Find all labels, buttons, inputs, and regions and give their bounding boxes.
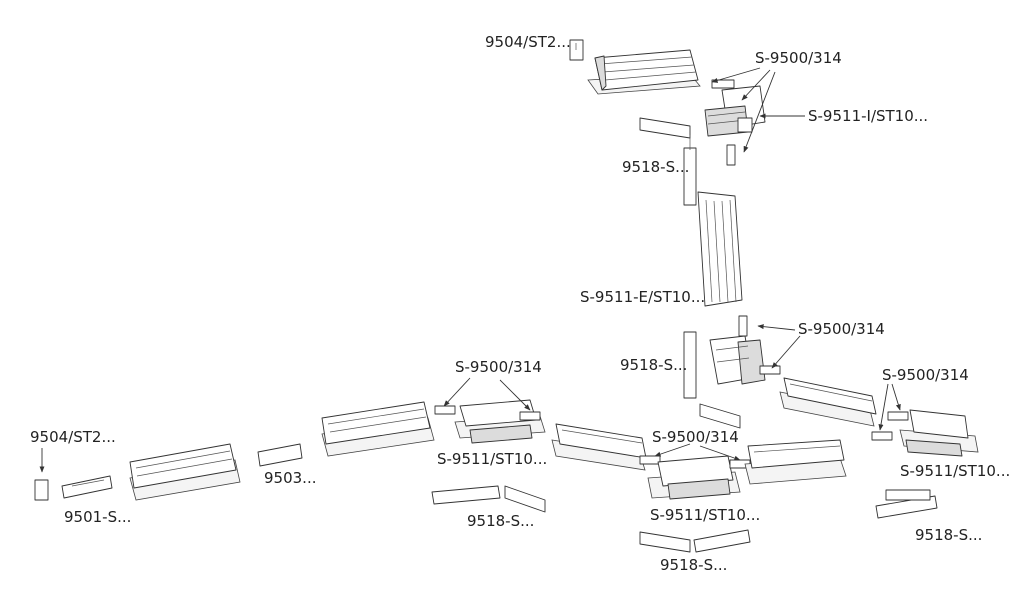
profile-part-long-left <box>129 443 241 501</box>
profile-part-right <box>779 377 877 427</box>
label-endcap-top: 9504/ST2... <box>485 33 571 51</box>
label-flex-left: 9518-S... <box>467 512 534 530</box>
label-connector-mid: S-9500/314 <box>798 320 885 338</box>
leader-arrows <box>39 67 901 473</box>
connector-plate-top <box>726 144 736 166</box>
label-connector-center: S-9500/314 <box>652 428 739 446</box>
label-flex-right: 9518-S... <box>915 526 982 544</box>
profile-part-9503 <box>257 443 303 467</box>
profile-part-center-left <box>551 423 647 471</box>
corner-part-center <box>647 455 741 500</box>
profile-part-vertical <box>697 191 743 307</box>
connector-part-top <box>711 79 735 89</box>
flex-part-bottom <box>639 529 751 553</box>
label-connector-left: S-9500/314 <box>455 358 542 376</box>
label-flex-bottom: 9518-S... <box>660 556 727 574</box>
connector-part-left-a <box>434 405 456 415</box>
endcap-part-top <box>569 39 584 61</box>
profile-part-center-right <box>744 439 847 485</box>
corner-external-part <box>709 335 781 385</box>
label-corner-inner: S-9511-I/ST10... <box>808 107 928 125</box>
profile-part-mid-left <box>321 401 435 457</box>
label-flex-mid: 9518-S... <box>620 356 687 374</box>
label-flex-top: 9518-S... <box>622 158 689 176</box>
label-profile-9501: 9501-S... <box>64 508 131 526</box>
connector-part-right-a <box>871 431 893 441</box>
connector-plate-mid <box>738 315 748 337</box>
label-corner-right: S-9511/ST10... <box>900 462 1010 480</box>
profile-part-9501 <box>61 475 113 499</box>
connector-part-center-a <box>639 455 661 465</box>
label-endcap-left: 9504/ST2... <box>30 428 116 446</box>
profile-part-top <box>587 49 701 95</box>
connector-part-right-b <box>887 411 909 421</box>
label-corner-external: S-9511-E/ST10... <box>580 288 705 306</box>
flex-part-top <box>639 117 697 206</box>
label-profile-9503: 9503... <box>264 469 316 487</box>
flex-part-left <box>431 485 546 513</box>
label-connector-top: S-9500/314 <box>755 49 842 67</box>
endcap-part-left <box>34 479 49 501</box>
corner-inner-part <box>704 85 766 137</box>
label-connector-right: S-9500/314 <box>882 366 969 384</box>
flex-part-mid <box>683 331 741 429</box>
corner-part-left <box>454 399 546 444</box>
connector-part-left-b <box>519 411 541 421</box>
corner-part-right <box>899 409 979 457</box>
label-corner-left: S-9511/ST10... <box>437 450 547 468</box>
flex-part-right <box>875 489 938 519</box>
label-corner-center: S-9511/ST10... <box>650 506 760 524</box>
